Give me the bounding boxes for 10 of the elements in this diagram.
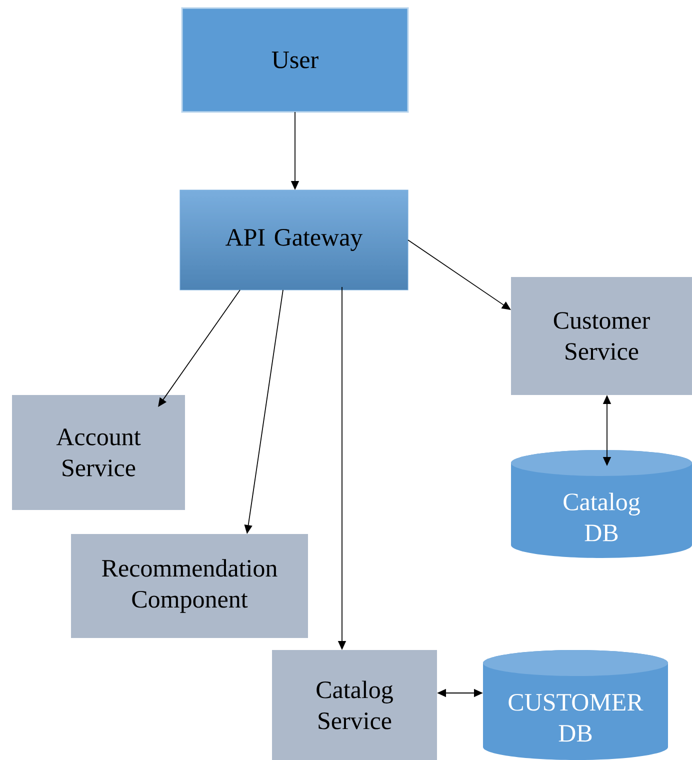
gateway-box: API Gateway [180,190,408,290]
database-cylinder: Catalog DB [511,450,692,558]
service-box: Customer Service [511,277,692,395]
service-box: Recommendation Component [71,534,308,638]
database-cylinder: CUSTOMER DB [483,650,668,760]
arrow [408,240,511,310]
service-box: Account Service [12,395,185,510]
actor-box: User [181,7,409,113]
service-box: Catalog Service [272,650,437,760]
arrow [158,290,240,407]
